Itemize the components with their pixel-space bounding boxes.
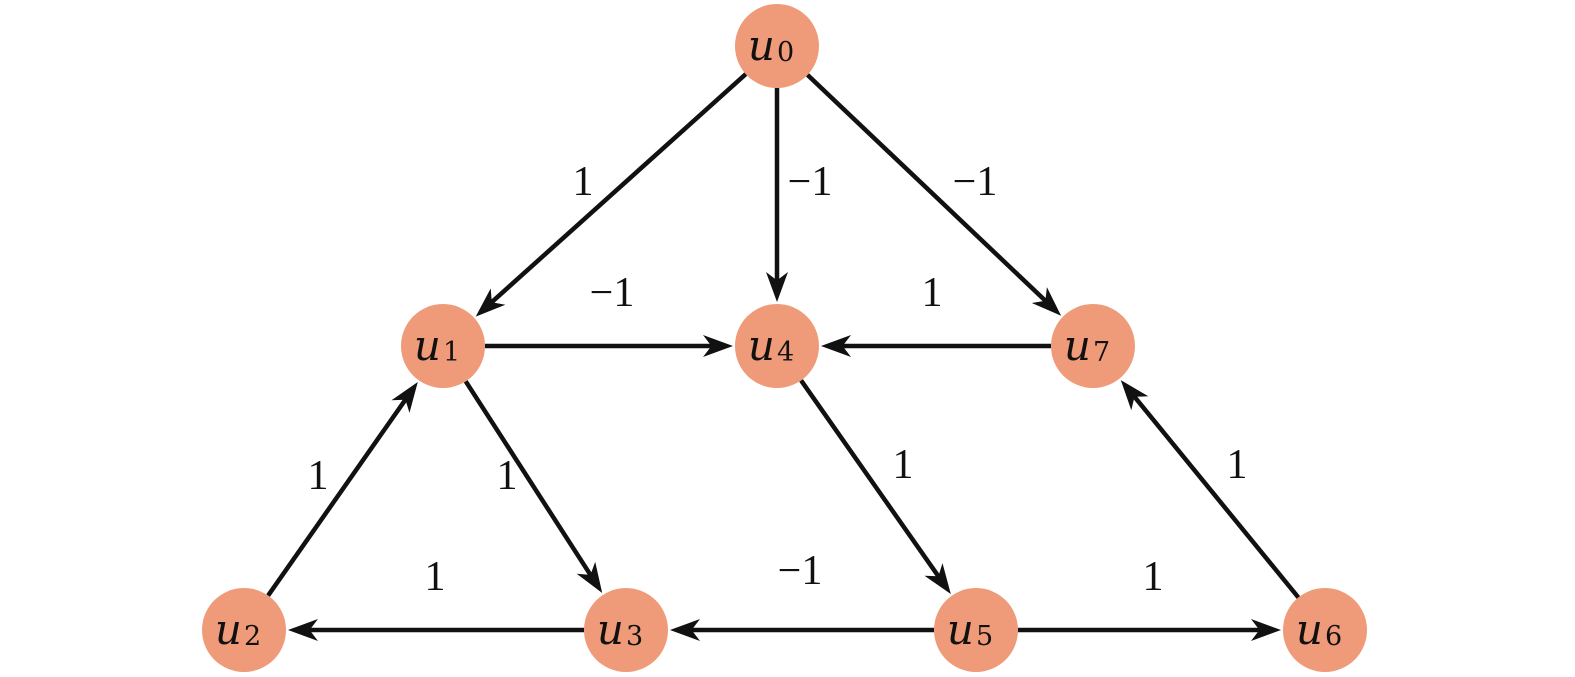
node-label: u1 <box>414 321 460 370</box>
node-label: u4 <box>748 321 794 370</box>
node-label-subscript: 6 <box>1325 621 1342 652</box>
node-label-base: u <box>748 21 775 70</box>
edge-weight-u5-u6: 1 <box>1143 554 1164 600</box>
node-u2: u2 <box>202 588 286 672</box>
edge-weight-u1-u4: −1 <box>590 270 635 316</box>
node-label-subscript: 2 <box>244 621 261 652</box>
edge-u5-u3 <box>670 619 934 641</box>
node-label-subscript: 4 <box>777 337 794 368</box>
node-label-subscript: 3 <box>626 621 643 652</box>
edge-weight-u0-u1: 1 <box>573 159 594 205</box>
node-u3: u3 <box>584 588 668 672</box>
arrowhead-icon <box>1251 619 1281 641</box>
node-label: u0 <box>748 21 794 70</box>
edge-line <box>463 380 594 578</box>
arrowhead-icon <box>1120 380 1149 411</box>
node-label: u7 <box>1064 321 1110 370</box>
arrowhead-icon <box>703 335 733 357</box>
arrowhead-icon <box>821 335 851 357</box>
edge-weight-u2-u1: 1 <box>308 453 329 499</box>
edge-line <box>489 72 748 305</box>
edge-weight-u0-u7: −1 <box>953 159 998 205</box>
edge-u1-u3 <box>463 380 603 593</box>
node-label-base: u <box>748 321 775 370</box>
edge-u5-u6 <box>1018 619 1281 641</box>
node-label-base: u <box>1064 321 1091 370</box>
arrowhead-icon <box>475 288 506 317</box>
weights-layer: 1 −1 −1 −1 1 1 1 1 1 1 −1 1 <box>308 159 1248 600</box>
edges-layer <box>266 72 1301 641</box>
edge-u2-u1 <box>266 382 418 597</box>
edge-u0-u4 <box>766 88 788 302</box>
node-label-subscript: 1 <box>443 337 460 368</box>
node-circle <box>1283 588 1367 672</box>
node-label-subscript: 5 <box>976 621 993 652</box>
node-circle <box>735 4 819 88</box>
node-circle <box>584 588 668 672</box>
node-circle <box>202 588 286 672</box>
node-circle <box>401 304 485 388</box>
arrowhead-icon <box>670 619 700 641</box>
node-label: u5 <box>947 605 993 654</box>
node-label-subscript: 0 <box>777 37 794 68</box>
arrowhead-icon <box>391 382 418 413</box>
arrowhead-icon <box>576 561 603 593</box>
node-label-base: u <box>597 605 624 654</box>
node-label-subscript: 7 <box>1093 337 1110 368</box>
edge-line <box>266 397 409 597</box>
node-u6: u6 <box>1283 588 1367 672</box>
node-label: u2 <box>215 605 261 654</box>
node-label: u3 <box>597 605 643 654</box>
edge-u4-u5 <box>799 379 951 594</box>
node-label-base: u <box>215 605 242 654</box>
node-circle <box>735 304 819 388</box>
node-label-base: u <box>947 605 974 654</box>
edge-line <box>1131 394 1301 599</box>
edge-u7-u4 <box>821 335 1051 357</box>
edge-u0-u1 <box>475 72 748 317</box>
arrowhead-icon <box>924 563 951 594</box>
node-u4: u4 <box>735 304 819 388</box>
edge-weight-u1-u3: 1 <box>497 453 518 499</box>
arrowhead-icon <box>766 272 788 302</box>
node-circle <box>934 588 1018 672</box>
node-u1: u1 <box>401 304 485 388</box>
node-label-base: u <box>414 321 441 370</box>
node-circle <box>1051 304 1135 388</box>
edge-u1-u4 <box>485 335 733 357</box>
edge-weight-u3-u2: 1 <box>425 554 446 600</box>
edge-weight-u6-u7: 1 <box>1227 442 1248 488</box>
node-u0: u0 <box>735 4 819 88</box>
edge-u0-u7 <box>805 73 1062 316</box>
edge-line <box>805 73 1049 304</box>
edge-weight-u4-u5: 1 <box>893 442 914 488</box>
node-label: u6 <box>1296 605 1342 654</box>
edge-u6-u7 <box>1120 380 1301 599</box>
edge-weight-u5-u3: −1 <box>778 548 823 594</box>
node-label-base: u <box>1296 605 1323 654</box>
edge-u3-u2 <box>288 619 584 641</box>
arrowhead-icon <box>288 619 318 641</box>
edge-weight-u7-u4: 1 <box>922 270 943 316</box>
edge-line <box>799 379 942 579</box>
edge-weight-u0-u4: −1 <box>788 159 833 205</box>
node-u7: u7 <box>1051 304 1135 388</box>
arrowhead-icon <box>1031 287 1062 316</box>
node-u5: u5 <box>934 588 1018 672</box>
